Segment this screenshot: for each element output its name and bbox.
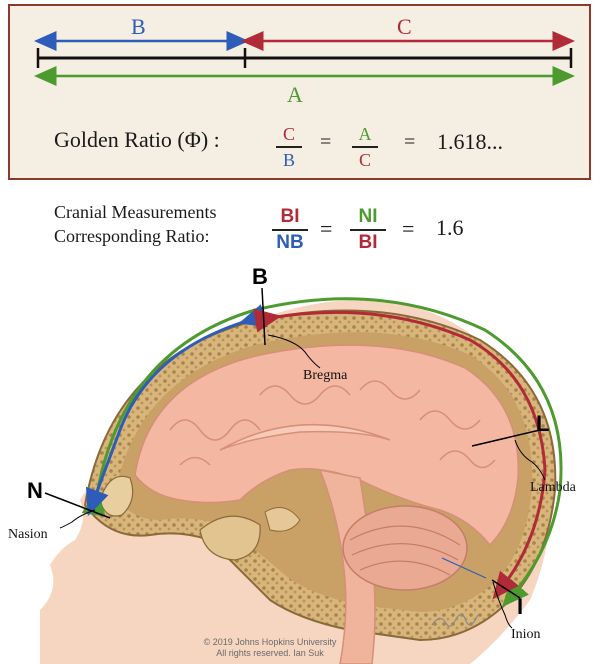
leader-n (44, 492, 111, 519)
segment-diagram (34, 31, 575, 86)
leader-l (471, 429, 541, 447)
fraction-denominator: B (282, 149, 295, 170)
copyright-notice: © 2019 Johns Hopkins University All righ… (170, 637, 370, 659)
copyright-line2: All rights reserved. Ian Suk (216, 648, 324, 658)
fraction-bar (350, 229, 386, 231)
fraction-denominator: NB (276, 231, 304, 253)
equals-sign: = (402, 216, 415, 241)
golden-ratio-value: 1.618... (437, 129, 503, 154)
fraction-bar (352, 146, 378, 148)
leader-bregma (267, 334, 321, 369)
cranial-label-line2: Corresponding Ratio: (54, 226, 210, 246)
cranial-label-line1: Cranial Measurements (54, 202, 217, 222)
golden-fraction-c-over-b: C B (276, 123, 302, 171)
fraction-numerator: C (282, 124, 295, 144)
equals-sign: = (404, 131, 416, 153)
point-label-i: I (517, 594, 524, 619)
leader-lambda (514, 439, 546, 481)
label-a: A (287, 82, 303, 107)
point-label-b: B (252, 264, 268, 289)
equals-sign: = (320, 216, 333, 241)
arc-blue-nb (85, 304, 268, 517)
leader-inion-internal (441, 557, 487, 579)
label-bregma: Bregma (303, 368, 348, 383)
artist-signature (431, 613, 479, 627)
point-label-l: L (536, 411, 550, 436)
cerebellum (342, 505, 468, 591)
leader-b (261, 287, 266, 346)
label-b: B (131, 14, 146, 39)
fraction-numerator: NI (358, 206, 378, 227)
copyright-line1: © 2019 Johns Hopkins University (203, 637, 337, 647)
leader-i (491, 579, 521, 599)
golden-fraction-a-over-c: A C (352, 123, 378, 171)
arc-red-bi (253, 308, 547, 600)
fraction-bar (276, 146, 302, 148)
fraction-bar (272, 229, 308, 231)
label-nasion: Nasion (8, 527, 48, 542)
leader-nasion (59, 509, 96, 529)
fraction-denominator: BI (358, 231, 378, 253)
equals-sign: = (320, 131, 332, 153)
golden-ratio-title: Golden Ratio (Φ) : (54, 127, 220, 152)
fraction-denominator: C (358, 149, 371, 170)
cranial-fraction-bi-over-nb: BI NB (272, 206, 308, 254)
fraction-numerator: A (358, 124, 372, 144)
label-inion: Inion (511, 627, 541, 642)
leader-inion (492, 581, 513, 629)
fraction-numerator: BI (280, 206, 300, 227)
point-label-n: N (27, 478, 43, 503)
label-c: C (397, 14, 412, 39)
cranial-fraction-ni-over-bi: NI BI (350, 206, 386, 254)
cranial-ratio-value: 1.6 (436, 215, 464, 240)
label-lambda: Lambda (530, 480, 576, 495)
